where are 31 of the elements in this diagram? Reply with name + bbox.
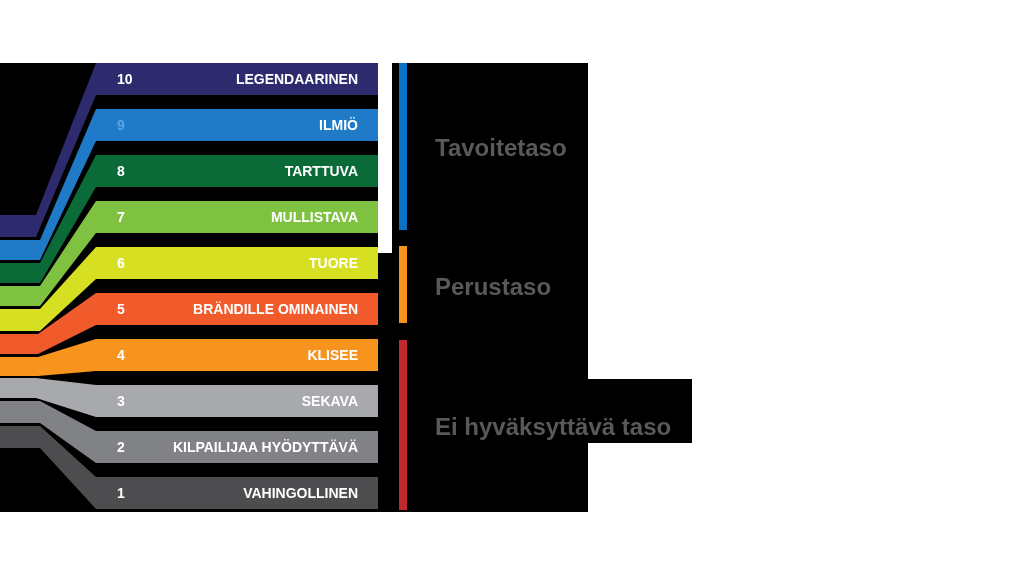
level-band: [96, 293, 378, 325]
level-number: 10: [117, 71, 133, 87]
level-name: VAHINGOLLINEN: [243, 485, 358, 501]
level-band: [96, 109, 378, 141]
level-number: 3: [117, 393, 125, 409]
level-name: TUORE: [309, 255, 358, 271]
tier-label: Ei hyväksyttävä taso: [435, 413, 672, 441]
level-band: [96, 477, 378, 509]
level-number: 6: [117, 255, 125, 271]
tier-label: Tavoitetaso: [435, 134, 567, 162]
level-name: LEGENDAARINEN: [235, 71, 358, 87]
level-name: TARTTUVA: [284, 163, 358, 179]
level-number: 9: [117, 117, 125, 133]
level-number: 7: [117, 209, 125, 225]
level-name: KILPAILIJAA HYÖDYTTÄVÄ: [172, 439, 358, 455]
level-number: 5: [117, 301, 125, 317]
tier-label: Perustaso: [435, 273, 552, 301]
level-name: KLISEE: [307, 347, 358, 363]
level-name: BRÄNDILLE OMINAINEN: [193, 301, 358, 317]
level-number: 2: [117, 439, 125, 455]
level-band: [96, 247, 378, 279]
level-name: SEKAVA: [301, 393, 358, 409]
level-name: ILMIÖ: [319, 117, 358, 133]
level-band: [96, 201, 378, 233]
level-number: 4: [117, 347, 125, 363]
level-number: 1: [117, 485, 125, 501]
level-number: 8: [117, 163, 125, 179]
level-name: MULLISTAVA: [270, 209, 358, 225]
level-band: [96, 155, 378, 187]
level-band: [96, 431, 378, 463]
level-band: [96, 63, 378, 95]
